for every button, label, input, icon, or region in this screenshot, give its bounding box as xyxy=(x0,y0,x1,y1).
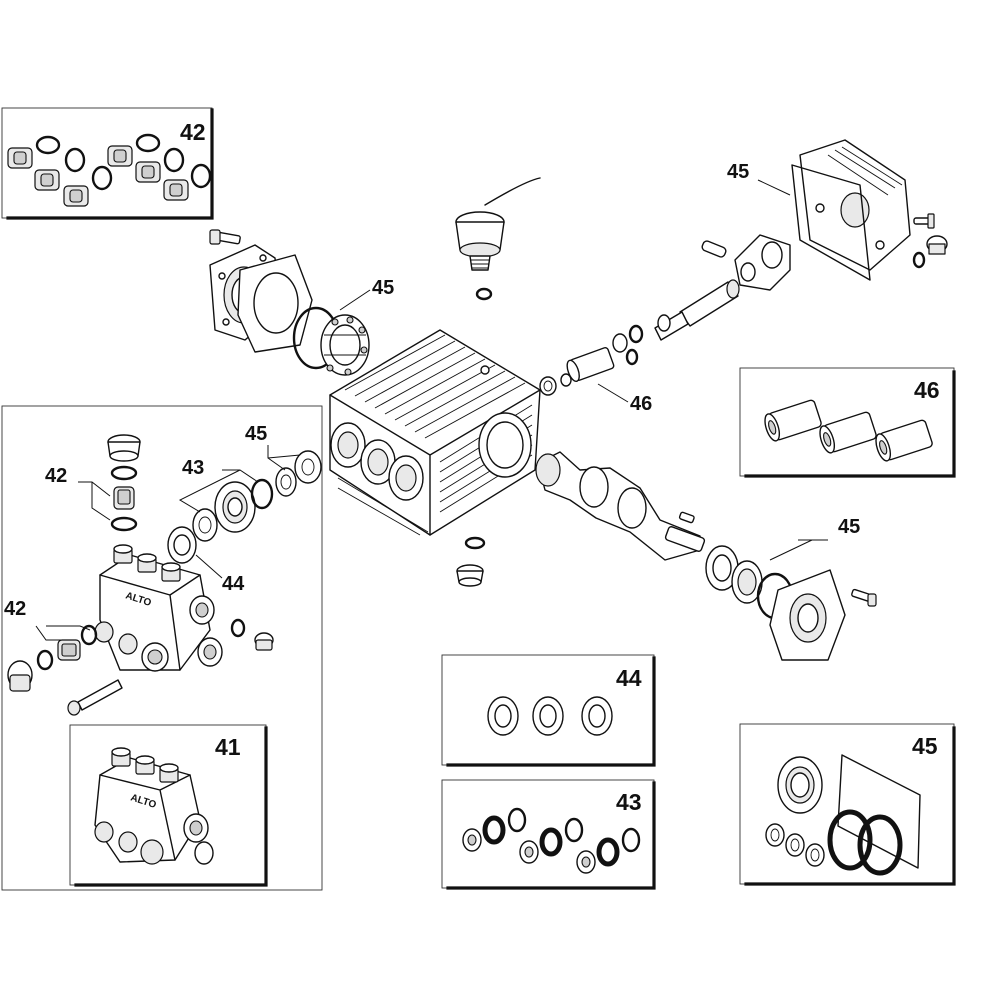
valve-group-left xyxy=(7,135,113,207)
inset-label-44: 44 xyxy=(616,665,642,691)
callout-45-manifold: 45 xyxy=(245,423,267,445)
plunger-nut xyxy=(539,373,572,396)
packing-set-2 xyxy=(519,817,584,864)
callout-45-top-right: 45 xyxy=(727,161,749,183)
plunger-seal-stack xyxy=(612,314,671,366)
inset-box-44: 44 xyxy=(441,654,656,767)
manifold-plug-left xyxy=(7,660,33,692)
o-ring-manifold-top xyxy=(110,465,138,481)
o-ring-manifold-left-1 xyxy=(36,649,54,671)
wrist-pin xyxy=(701,240,727,258)
support-ring-3 xyxy=(581,696,613,736)
inset-label-41: 41 xyxy=(215,734,241,760)
flange-gasket-left xyxy=(237,254,313,353)
cover-gasket xyxy=(837,754,921,869)
callout-44-manifold: 44 xyxy=(222,573,245,595)
packing-stack-43 xyxy=(192,478,274,542)
inset-label-45: 45 xyxy=(912,733,938,759)
oil-seal-45-manifold xyxy=(275,450,322,497)
inset-box-42: 42 xyxy=(1,107,214,220)
valve-seat-left xyxy=(57,639,81,661)
spacer-sleeve-3 xyxy=(875,419,933,462)
inset-label-46: 46 xyxy=(914,377,940,403)
rear-cover xyxy=(799,139,911,271)
inset-box-45: 45 xyxy=(739,723,956,886)
support-ring-2 xyxy=(532,696,564,736)
inset-box-41: 41 ALTO xyxy=(69,724,268,887)
o-ring-manifold-left-2 xyxy=(80,624,98,646)
oil-drain-plug xyxy=(456,564,484,587)
crankshaft xyxy=(535,451,706,561)
rear-cover-screw xyxy=(913,213,935,229)
manifold-plug-top xyxy=(107,434,141,462)
callout-42-manifold-left: 42 xyxy=(4,598,26,620)
inset-label-42: 42 xyxy=(180,119,206,145)
leader-44-manifold xyxy=(195,554,223,579)
o-ring-manifold-side xyxy=(230,618,246,638)
oil-seal xyxy=(777,756,823,814)
ceramic-plunger-sleeve xyxy=(566,346,615,383)
large-o-rings xyxy=(827,809,903,876)
shaft-key xyxy=(678,511,695,524)
callout-45-left-flange: 45 xyxy=(372,277,394,299)
valve-seat-top xyxy=(113,486,135,510)
manifold-bolt xyxy=(67,679,123,716)
cover-bolt-right xyxy=(851,588,877,607)
o-ring-drain xyxy=(464,536,486,550)
callout-45-crankshaft: 45 xyxy=(838,516,860,538)
leader-42-left xyxy=(35,625,91,641)
breather-port xyxy=(480,365,490,375)
leader-46 xyxy=(597,383,629,403)
plunger-guide xyxy=(654,279,740,341)
cover-bolt-left xyxy=(209,229,241,245)
leader-45-top-right xyxy=(757,179,791,196)
manifold-head-assembly: ALTO xyxy=(94,747,214,865)
oil-seal-right xyxy=(731,560,763,604)
callout-43-manifold: 43 xyxy=(182,457,204,479)
spacer-sleeve-1 xyxy=(764,399,822,442)
small-seal-set xyxy=(765,823,825,867)
o-ring-oil-cap xyxy=(475,287,493,301)
pump-crankcase xyxy=(329,329,541,536)
ball-bearing-left xyxy=(320,314,370,376)
crankcase-side-bore xyxy=(478,412,532,478)
packing-set-3 xyxy=(576,827,641,874)
valve-group-right xyxy=(107,133,212,201)
inset-box-46: 46 xyxy=(739,367,956,478)
o-ring-valve-top xyxy=(110,516,138,532)
oil-level-plug xyxy=(926,235,948,255)
packing-set-1 xyxy=(462,807,527,852)
connecting-rod xyxy=(734,234,791,291)
inset-label-43: 43 xyxy=(616,789,642,815)
crankcase-bore-1 xyxy=(330,422,366,468)
support-ring-1 xyxy=(487,696,519,736)
callout-42-manifold-top: 42 xyxy=(45,465,67,487)
leader-45-left xyxy=(339,289,371,311)
ball-bearing-right xyxy=(705,545,739,591)
leader-42-top xyxy=(78,481,111,521)
inset-box-43: 43 xyxy=(441,779,656,890)
bearing-cover-right xyxy=(769,569,846,661)
callout-46-shaft: 46 xyxy=(630,393,652,415)
manifold-body: ALTO xyxy=(94,544,223,672)
spacer-sleeve-2 xyxy=(819,411,877,454)
packing-retainer-44 xyxy=(167,526,197,564)
leader-45-crankshaft xyxy=(769,539,828,561)
crankcase-bore-3 xyxy=(388,455,424,501)
o-ring-level-plug xyxy=(912,251,926,269)
manifold-side-plug xyxy=(254,632,274,651)
oil-fill-cap xyxy=(455,177,541,271)
rear-cover-gasket xyxy=(791,164,871,281)
leader-45-manifold xyxy=(267,445,301,471)
crankcase-bore-2 xyxy=(360,439,396,485)
leader-43-manifold xyxy=(178,469,259,513)
